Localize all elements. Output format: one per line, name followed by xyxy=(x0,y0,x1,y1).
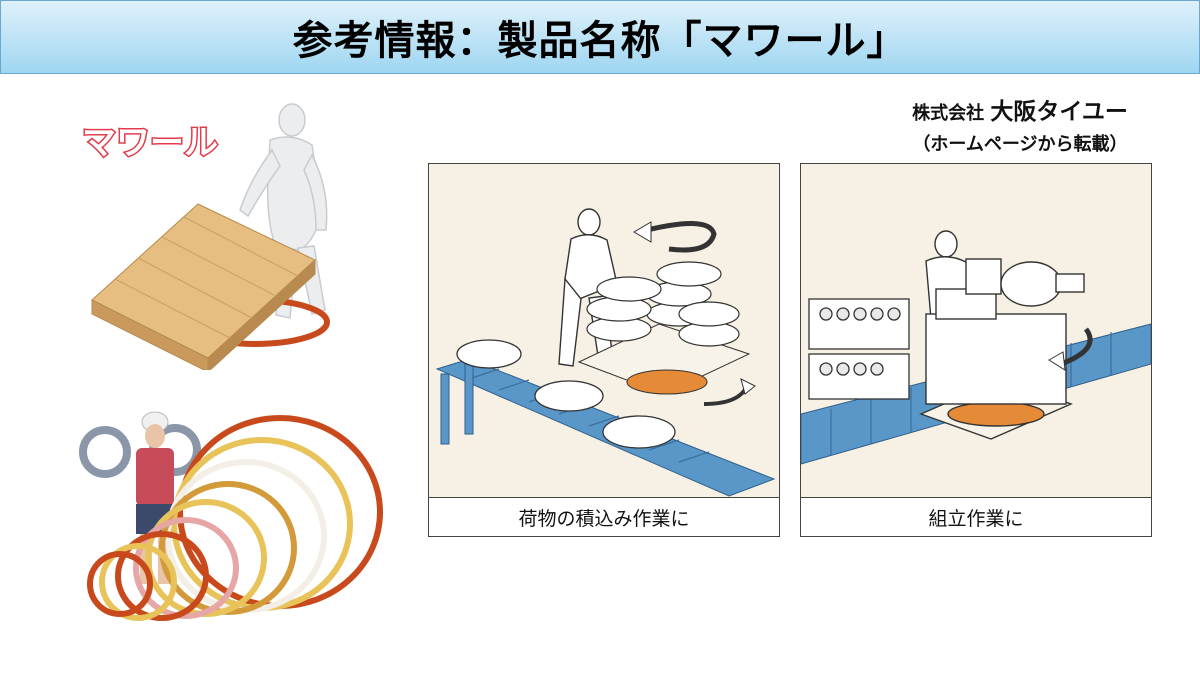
rotate-arrow-icon xyxy=(638,221,717,253)
parts-shelf xyxy=(808,298,910,400)
rings-photo xyxy=(79,411,383,621)
source-credit: 株式会社 大阪タイユー （ホームページから転載） xyxy=(880,92,1160,156)
machine-assembly xyxy=(919,258,1085,440)
company-main-name: 大阪タイユー xyxy=(990,99,1128,125)
mawaru-logo: マワール xyxy=(81,122,220,165)
source-note: （ホームページから転載） xyxy=(912,134,1128,155)
rotate-arrow-small-icon xyxy=(703,385,749,406)
loading-illustration xyxy=(429,164,779,498)
panel-assembly: 組立作業に xyxy=(800,163,1152,537)
company-name: 株式会社 大阪タイユー xyxy=(880,92,1160,126)
wooden-pallet xyxy=(91,203,316,370)
mawaru-logo-text: マワール xyxy=(82,123,218,163)
loading-scene xyxy=(435,208,776,497)
ring-stack xyxy=(87,415,383,621)
assembly-scene xyxy=(801,230,1151,465)
rotate-arrow-icon xyxy=(1060,327,1093,367)
panel-loading: 荷物の積込み作業に xyxy=(428,163,780,537)
company-prefix: 株式会社 xyxy=(912,103,985,124)
cargo-bags xyxy=(456,339,676,449)
page-title: 参考情報：製品名称「マワール」 xyxy=(292,18,908,64)
pallet-photo xyxy=(91,103,330,370)
header-bar: 参考情報：製品名称「マワール」 xyxy=(0,0,1200,74)
bag-stack xyxy=(577,261,751,395)
assembly-illustration xyxy=(801,164,1151,498)
panel-caption: 組立作業に xyxy=(928,507,1024,530)
panel-caption: 荷物の積込み作業に xyxy=(518,507,690,530)
